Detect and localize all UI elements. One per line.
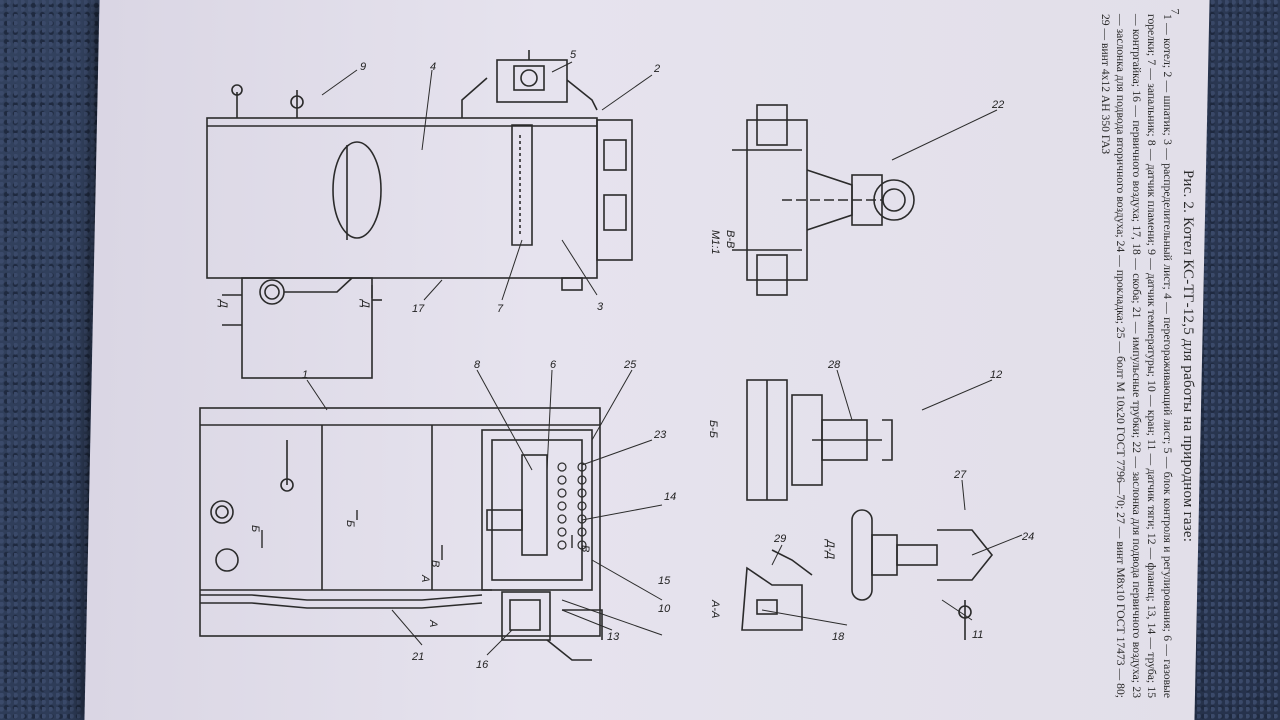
label-11: 11: [972, 629, 983, 641]
cut-mark-v-top: В: [429, 560, 441, 567]
cut-mark-d-top: Д: [217, 298, 229, 308]
section-label-bb: Б-Б: [707, 420, 719, 438]
label-17: 17: [412, 303, 425, 315]
section-details: [732, 104, 994, 640]
label-13: 13: [607, 631, 620, 643]
cut-mark-b-bottom: Б: [344, 520, 356, 527]
label-6: 6: [550, 359, 557, 371]
section-label-dd: Д-Д: [824, 538, 836, 559]
label-7: 7: [497, 303, 504, 315]
cut-mark-d-bottom: Д: [359, 298, 371, 308]
label-3: 3: [597, 301, 604, 313]
caption-text: 1 — котел; 2 — шпатик; 3 — распределител…: [1099, 14, 1174, 698]
scale-label: М1:1: [709, 230, 721, 254]
technical-drawing: 9 4 5 2 7 3 17 1 8 6 25 23 14 15 10 13 1…: [199, 49, 1034, 671]
label-25: 25: [623, 359, 637, 371]
label-12: 12: [990, 369, 1002, 381]
section-label-vv: В-В: [724, 230, 736, 248]
page-number: 7: [1168, 8, 1183, 15]
cut-mark-b-top: Б: [249, 525, 261, 532]
label-24: 24: [1021, 531, 1034, 543]
label-27: 27: [953, 469, 967, 481]
label-29: 29: [773, 533, 786, 545]
cut-mark-a-top: А: [419, 574, 431, 582]
label-14: 14: [664, 491, 676, 503]
label-22: 22: [991, 99, 1004, 111]
label-10: 10: [658, 603, 671, 615]
label-23: 23: [653, 429, 667, 441]
label-2: 2: [653, 63, 660, 75]
label-21: 21: [411, 651, 424, 663]
label-5: 5: [570, 49, 577, 61]
label-4: 4: [430, 61, 436, 73]
label-15: 15: [658, 575, 671, 587]
section-label-aa: А-А: [709, 599, 721, 618]
boiler-front-view: [199, 407, 603, 661]
label-8: 8: [474, 359, 481, 371]
label-9: 9: [360, 61, 366, 73]
boiler-side-view: [206, 50, 633, 379]
label-16: 16: [476, 659, 489, 671]
caption-title: Рис. 2. Котел КС-ТГ-12,5 для работы на п…: [1180, 169, 1196, 543]
cut-mark-v-bottom: В: [579, 545, 591, 552]
label-18: 18: [832, 631, 845, 643]
cut-mark-a-bottom: А: [427, 619, 439, 627]
figure-caption: Рис. 2. Котел КС-ТГ-12,5 для работы на п…: [1020, 6, 1200, 706]
label-1: 1: [302, 369, 308, 381]
label-28: 28: [827, 359, 841, 371]
